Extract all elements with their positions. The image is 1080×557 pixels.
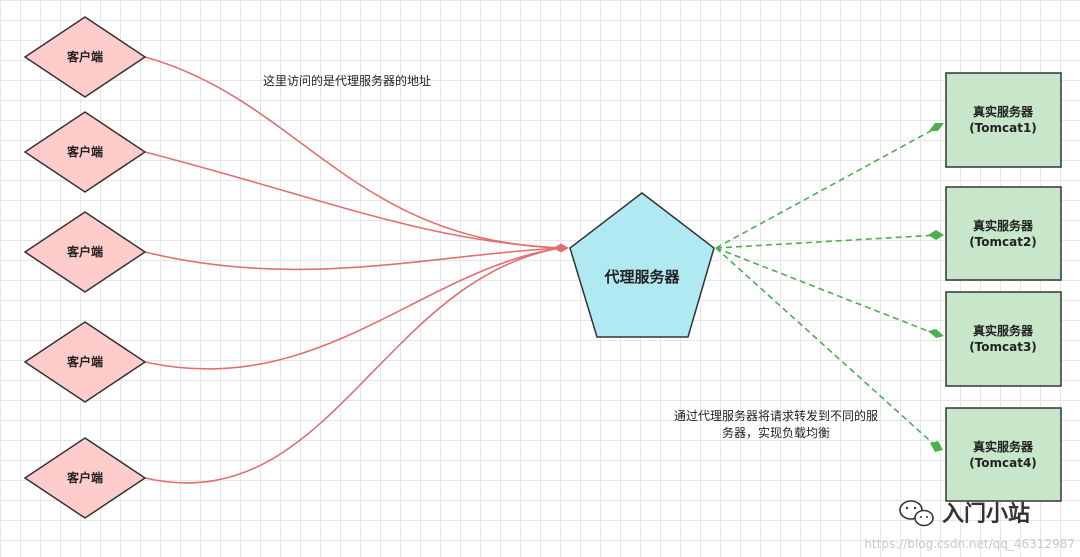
proxy-label: 代理服务器 bbox=[603, 268, 680, 286]
edge-server-1 bbox=[715, 126, 939, 249]
proxy-pentagon bbox=[569, 192, 715, 338]
client-diamond bbox=[23, 437, 147, 519]
edge-client-3 bbox=[144, 247, 561, 271]
server-label-line2: (Tomcat4) bbox=[969, 456, 1037, 470]
server-label-line1: 真实服务器 bbox=[973, 323, 1034, 338]
client-label: 客户端 bbox=[66, 354, 103, 369]
wechat-icon bbox=[899, 500, 934, 527]
edge-marker-1 bbox=[929, 123, 944, 131]
edge-client-2 bbox=[144, 151, 561, 249]
server-label-line2: (Tomcat2) bbox=[969, 235, 1037, 249]
client-label: 客户端 bbox=[66, 244, 103, 259]
client-label: 客户端 bbox=[66, 470, 103, 485]
client-label: 客户端 bbox=[66, 144, 103, 159]
edge-server-3 bbox=[715, 247, 939, 336]
server-side-note-line2: 务器，实现负载均衡 bbox=[722, 425, 830, 440]
client-node-5[interactable]: 客户端 bbox=[23, 437, 147, 519]
server-label-line2: (Tomcat3) bbox=[969, 340, 1037, 354]
server-node-3[interactable]: 真实服务器 (Tomcat3) bbox=[945, 291, 1062, 387]
server-box bbox=[945, 407, 1062, 502]
edge-marker-4 bbox=[930, 441, 943, 452]
edge-client-1 bbox=[144, 56, 561, 249]
client-diamond bbox=[23, 321, 147, 403]
edge-marker-3 bbox=[928, 329, 944, 338]
server-edges bbox=[715, 126, 939, 449]
server-node-2[interactable]: 真实服务器 (Tomcat2) bbox=[945, 186, 1062, 281]
edge-client-4 bbox=[144, 247, 561, 370]
server-box bbox=[945, 186, 1062, 281]
client-node-2[interactable]: 客户端 bbox=[23, 111, 147, 193]
edge-endpoint-marker bbox=[553, 243, 569, 253]
client-edges bbox=[144, 56, 569, 484]
server-node-4[interactable]: 真实服务器 (Tomcat4) bbox=[945, 407, 1062, 502]
client-node-3[interactable]: 客户端 bbox=[23, 211, 147, 293]
client-node-4[interactable]: 客户端 bbox=[23, 321, 147, 403]
server-label-line1: 真实服务器 bbox=[973, 104, 1034, 119]
server-side-note-line1: 通过代理服务器将请求转发到不同的服 bbox=[674, 408, 878, 423]
edge-server-2 bbox=[715, 234, 939, 249]
edge-client-5 bbox=[144, 247, 561, 484]
proxy-node[interactable]: 代理服务器 bbox=[569, 192, 715, 338]
server-box bbox=[945, 72, 1062, 168]
client-nodes: 客户端 客户端 客户端 客户端 客户端 bbox=[23, 16, 147, 519]
client-diamond bbox=[23, 211, 147, 293]
client-diamond bbox=[23, 111, 147, 193]
server-node-1[interactable]: 真实服务器 (Tomcat1) bbox=[945, 72, 1062, 168]
client-label: 客户端 bbox=[66, 49, 103, 64]
server-nodes: 真实服务器 (Tomcat1) 真实服务器 (Tomcat2) 真实服务器 (T… bbox=[945, 72, 1062, 502]
server-label-line1: 真实服务器 bbox=[973, 218, 1034, 233]
server-label-line1: 真实服务器 bbox=[973, 439, 1034, 454]
server-label-line2: (Tomcat1) bbox=[969, 121, 1037, 135]
edge-marker-2 bbox=[928, 230, 944, 240]
watermark-logo-text: 入门小站 bbox=[942, 501, 1030, 527]
watermark-url: https://blog.csdn.net/qq_46312987 bbox=[864, 537, 1075, 551]
client-node-1[interactable]: 客户端 bbox=[23, 16, 147, 98]
watermark: 入门小站 https://blog.csdn.net/qq_46312987 bbox=[864, 500, 1075, 551]
client-side-note: 这里访问的是代理服务器的地址 bbox=[263, 73, 431, 88]
server-box bbox=[945, 291, 1062, 387]
client-diamond bbox=[23, 16, 147, 98]
server-edge-markers bbox=[928, 123, 944, 452]
